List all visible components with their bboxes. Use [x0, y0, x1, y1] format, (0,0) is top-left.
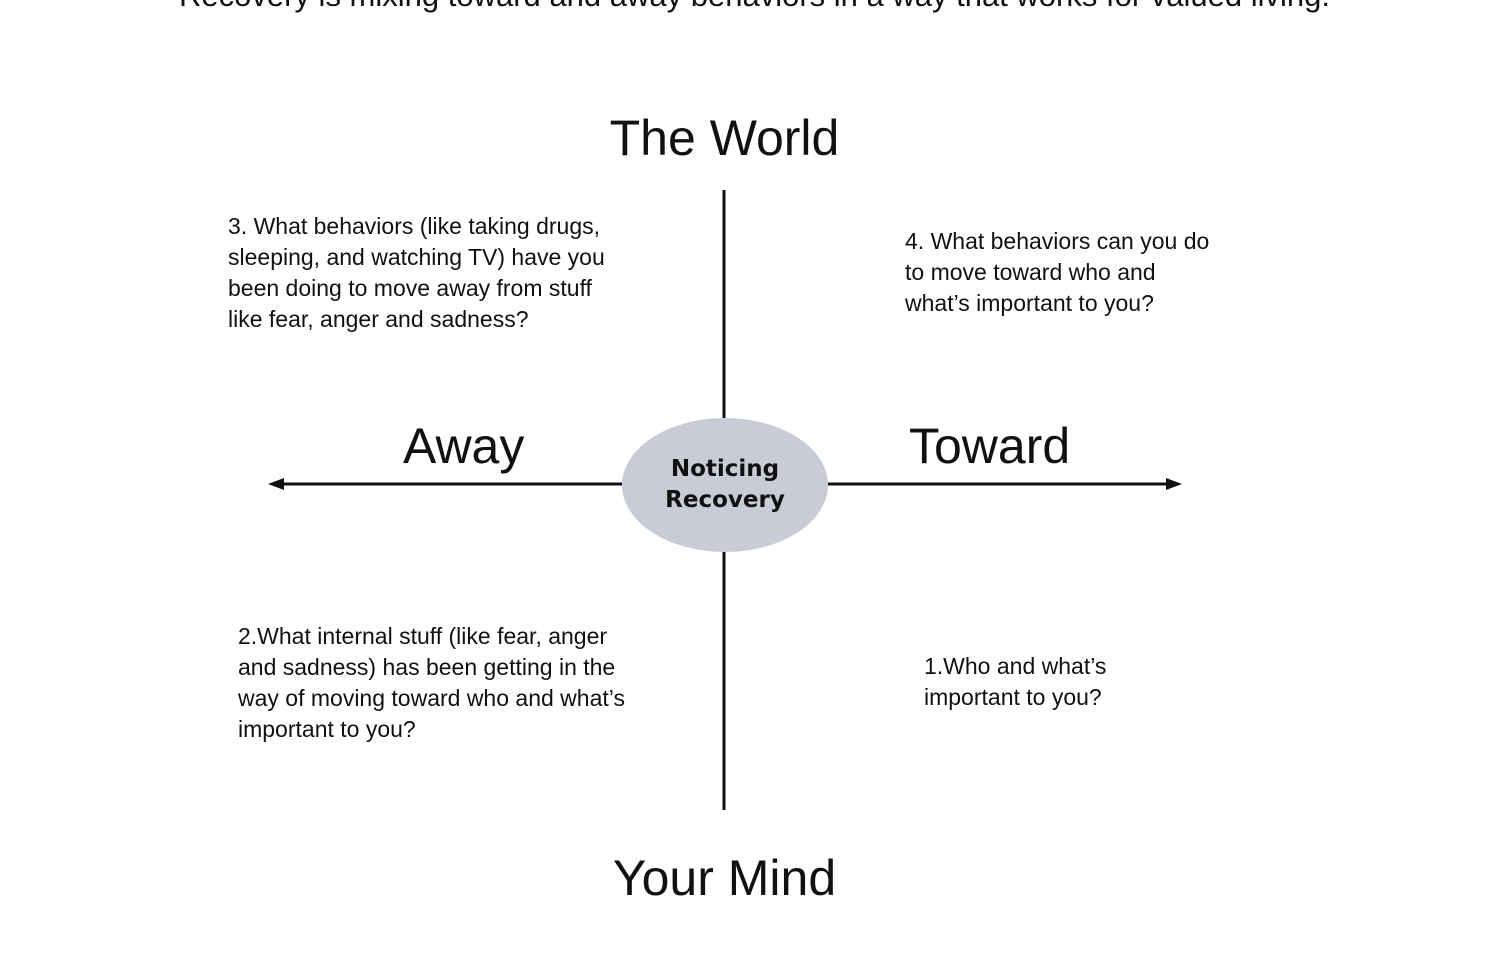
axis-label-left: Away — [403, 418, 525, 474]
axis-label-top: The World — [609, 110, 840, 166]
axis-label-right: Toward — [909, 418, 1071, 474]
quadrant-bottom-left-text: 2.What internal stuff (like fear, anger … — [238, 623, 625, 742]
left-arrowhead — [268, 478, 284, 490]
center-ellipse — [622, 418, 828, 552]
axis-label-bottom: Your Mind — [612, 850, 837, 906]
right-arrowhead — [1166, 478, 1182, 490]
quadrant-top-left-text: 3. What behaviors (like taking drugs, sl… — [228, 213, 605, 332]
quadrant-bottom-right-text: 1.Who and what’s important to you? — [924, 653, 1107, 710]
diagram-caption: Recovery is mixing toward and away behav… — [0, 0, 1509, 14]
quadrant-top-right-text: 4. What behaviors can you do to move tow… — [905, 228, 1210, 316]
center-label: Noticing Recovery — [665, 456, 785, 513]
